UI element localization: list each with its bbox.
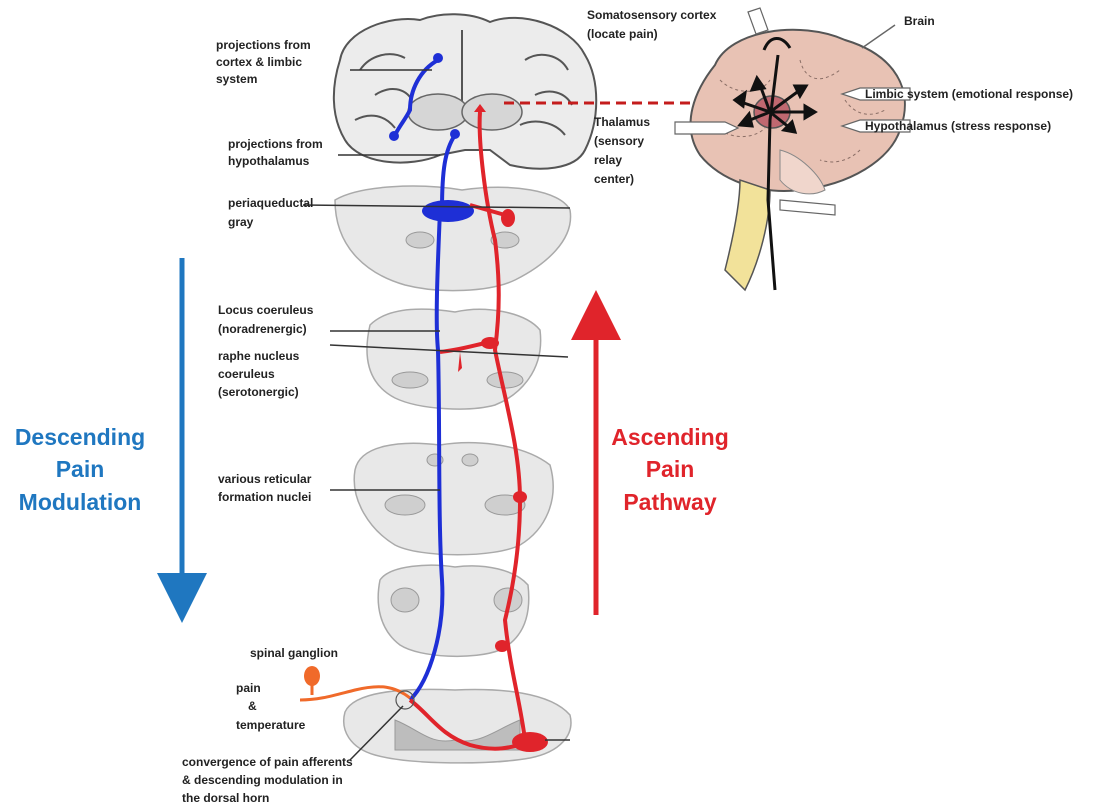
label-line: & descending modulation in [182, 773, 343, 787]
label-line: the dorsal horn [182, 791, 269, 805]
label-spinal-ganglion: spinal ganglion [250, 646, 338, 660]
label-line: projections from [216, 38, 311, 52]
title-line: Pathway [623, 489, 717, 515]
label-thalamus: Thalamus (sensory relay center) [594, 115, 650, 186]
label-hypothalamus: Hypothalamus (stress response) [865, 119, 1051, 133]
label-line: cortex & limbic [216, 55, 302, 69]
title-line: Ascending [611, 424, 729, 450]
label-pain-temperature: pain & temperature [236, 681, 306, 732]
label-reticular-formation: various reticular formation nuclei [218, 472, 312, 504]
label-line: center) [594, 172, 634, 186]
label-line: (noradrenergic) [218, 322, 307, 336]
label-locus-coeruleus: Locus coeruleus (noradrenergic) [218, 303, 314, 336]
label-line: pain [236, 681, 261, 695]
label-line: various reticular [218, 472, 312, 486]
label-somatosensory-cortex: Somatosensory cortex (locate pain) [587, 8, 717, 41]
label-raphe-nucleus: raphe nucleus coeruleus (serotonergic) [218, 349, 300, 399]
label-line: projections from [228, 137, 323, 151]
brainstem-sections [335, 186, 571, 763]
cortex-projection-dot [433, 53, 443, 63]
label-line: relay [594, 153, 622, 167]
title-ascending: Ascending Pain Pathway [611, 424, 729, 515]
label-line: formation nuclei [218, 490, 311, 504]
label-line: (serotonergic) [218, 385, 299, 399]
coronal-brain-section [334, 14, 596, 168]
upper-pons-section [367, 309, 541, 409]
label-line: & [248, 699, 257, 713]
label-line: temperature [236, 718, 306, 732]
label-projections-hypothalamus: projections from hypothalamus [228, 137, 323, 168]
title-line: Modulation [19, 489, 142, 515]
label-periaqueductal: periaqueductal gray [228, 196, 313, 229]
brain-inset [675, 8, 910, 290]
label-line: Locus coeruleus [218, 303, 314, 317]
label-line: Thalamus [594, 115, 650, 129]
limbic-projection-dot [389, 131, 399, 141]
label-line: Somatosensory cortex [587, 8, 717, 22]
title-line: Descending [15, 424, 145, 450]
label-line: raphe nucleus [218, 349, 300, 363]
label-line: coeruleus [218, 367, 275, 381]
label-line: (sensory [594, 134, 644, 148]
label-convergence: convergence of pain afferents & descendi… [182, 755, 353, 805]
spinal-cord-section [344, 689, 571, 763]
hypothalamus-projection-dot [450, 129, 460, 139]
label-line: periaqueductal [228, 196, 313, 210]
label-limbic-system: Limbic system (emotional response) [865, 87, 1073, 101]
title-descending: Descending Pain Modulation [15, 424, 145, 515]
label-line: (locate pain) [587, 27, 658, 41]
title-line: Pain [56, 456, 105, 482]
label-line: gray [228, 215, 254, 229]
title-line: Pain [646, 456, 695, 482]
label-line: hypothalamus [228, 154, 310, 168]
leader-lines [303, 70, 570, 760]
label-line: convergence of pain afferents [182, 755, 353, 769]
periaqueductal-gray-nucleus [422, 200, 474, 222]
label-projections-cortex: projections from cortex & limbic system [216, 38, 311, 86]
label-brain: Brain [904, 14, 935, 28]
label-line: system [216, 72, 257, 86]
